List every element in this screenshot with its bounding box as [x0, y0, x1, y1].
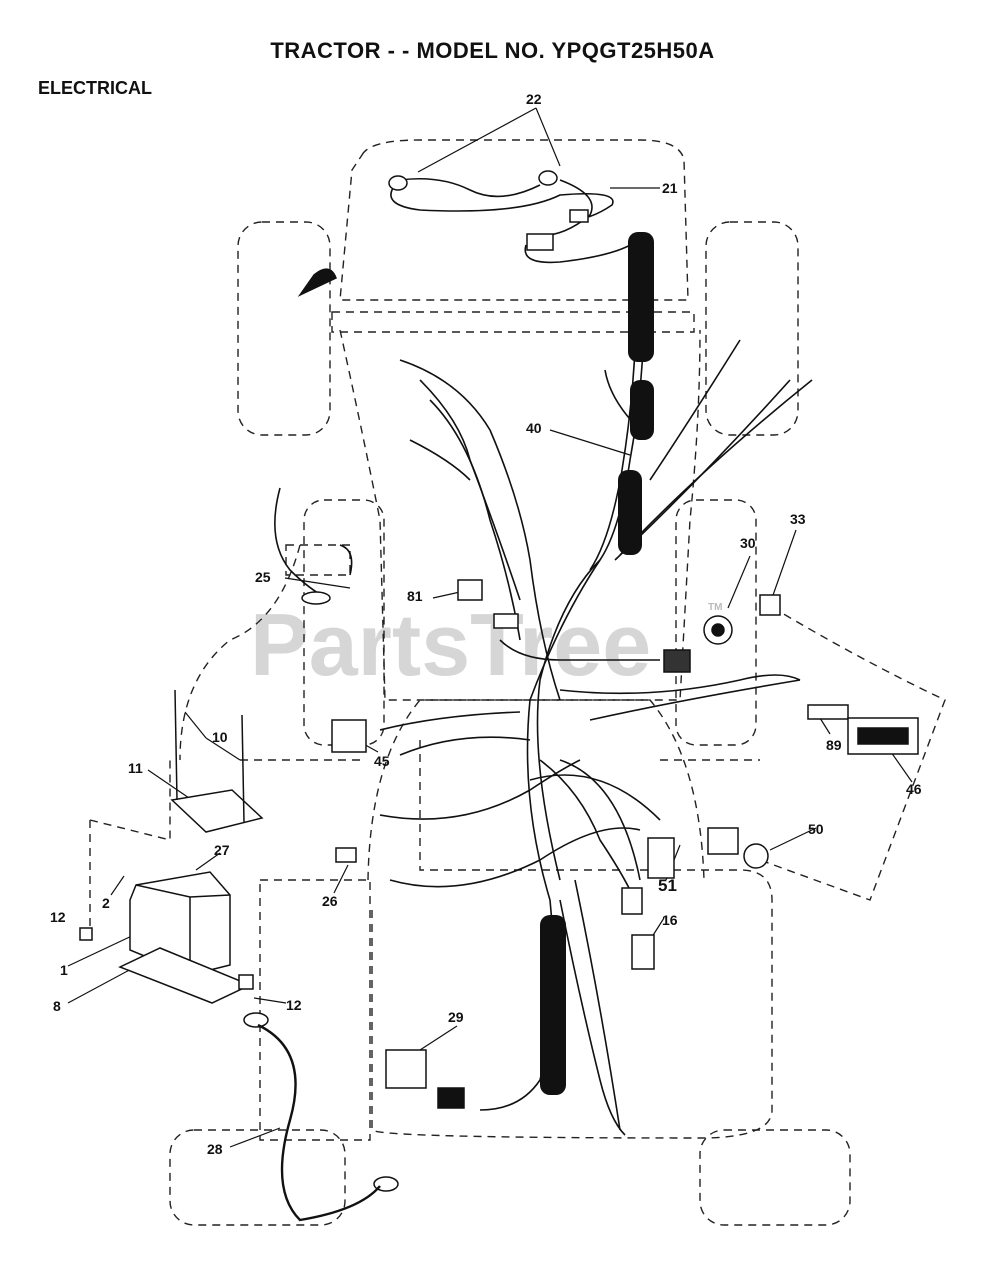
wire-conduit: [540, 232, 654, 1095]
callout-2: 2: [102, 895, 110, 911]
callout-26: 26: [322, 893, 338, 909]
callout-1: 1: [60, 962, 68, 978]
callout-45: 45: [374, 753, 390, 769]
callout-40: 40: [526, 420, 542, 436]
callout-89: 89: [826, 737, 842, 753]
callout-12-bottom: 12: [286, 997, 302, 1013]
headlight-harness: [390, 177, 639, 264]
headlight-bulbs: [388, 170, 589, 251]
callout-labels: 22 21 40 25 81 30 33 10 11 45 89 46 27 2…: [50, 91, 922, 1157]
callout-21: 21: [662, 180, 678, 196]
callout-12-top: 12: [50, 909, 66, 925]
callout-11: 11: [128, 760, 143, 776]
callout-16: 16: [662, 912, 678, 928]
page-title: TRACTOR - - MODEL NO. YPQGT25H50A: [270, 38, 715, 63]
callout-28: 28: [207, 1141, 223, 1157]
callout-25: 25: [255, 569, 271, 585]
ground-cable: [257, 1023, 381, 1222]
callout-10: 10: [212, 729, 228, 745]
section-title: ELECTRICAL: [38, 78, 152, 98]
callout-27: 27: [214, 842, 230, 858]
leader-lines: [67, 107, 913, 1148]
callout-81: 81: [407, 588, 423, 604]
callout-46: 46: [906, 781, 922, 797]
watermark-tm: TM: [708, 602, 722, 613]
callout-22: 22: [526, 91, 542, 107]
callout-33: 33: [790, 511, 806, 527]
tractor-outline: [89, 139, 946, 1226]
callout-50: 50: [808, 821, 824, 837]
callout-30: 30: [740, 535, 756, 551]
components: [79, 268, 919, 1192]
callout-8: 8: [53, 998, 61, 1014]
watermark: PartsTree: [250, 595, 651, 694]
callout-29: 29: [448, 1009, 464, 1025]
callout-51: 51: [658, 876, 677, 895]
